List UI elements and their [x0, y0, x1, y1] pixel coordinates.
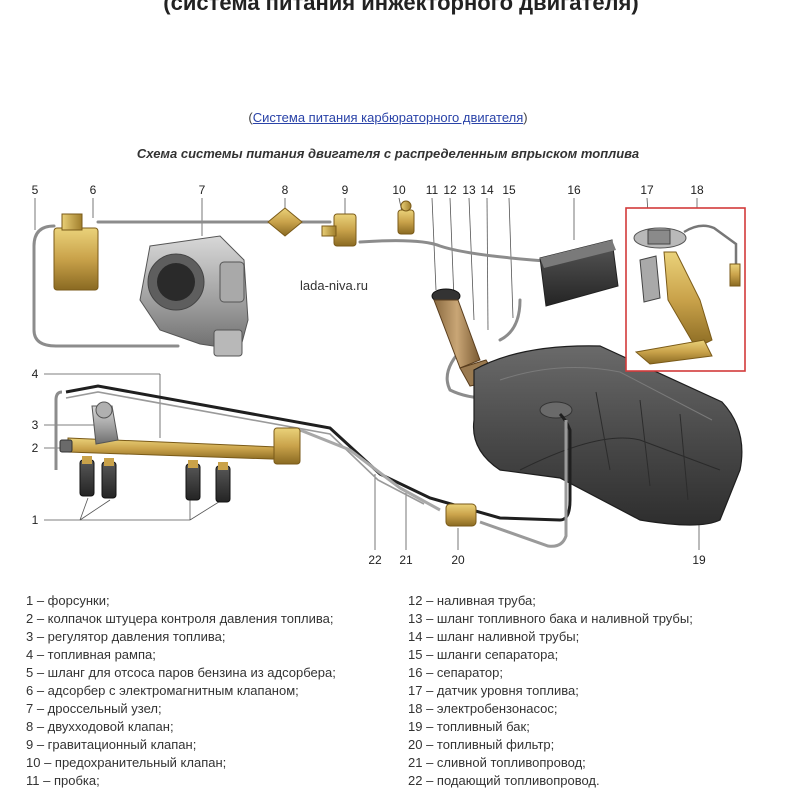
legend-item-1: 1 – форсунки; [26, 593, 110, 608]
legend-item-16: 16 – сепаратор; [408, 665, 503, 680]
callout-14: 14 [480, 183, 494, 197]
legend-right-column: 12 – наливная труба; 13 – шланг топливно… [408, 592, 798, 790]
fuel-filter [445, 503, 477, 527]
callout-21: 21 [399, 553, 413, 567]
callout-10: 10 [392, 183, 406, 197]
callout-22: 22 [368, 553, 382, 567]
throttle-body [139, 235, 249, 357]
legend-item-7: 7 – дроссельный узел; [26, 701, 162, 716]
injector-4 [215, 462, 231, 503]
callout-11: 11 [426, 183, 439, 197]
legend-item-18: 18 – электробензонасос; [408, 701, 558, 716]
callout-20: 20 [451, 553, 465, 567]
callout-12: 12 [443, 183, 457, 197]
injector-3 [185, 460, 201, 501]
crosslink-line: (Система питания карбюраторного двигател… [0, 110, 776, 125]
scheme-title: Схема системы питания двигателя с распре… [136, 146, 640, 161]
legend-item-10: 10 – предохранительный клапан; [26, 755, 227, 770]
legend-item-21: 21 – сливной топливопровод; [408, 755, 586, 770]
fuel-tank [472, 345, 743, 526]
callout-13: 13 [462, 183, 476, 197]
close-paren: ) [523, 110, 528, 125]
callout-18: 18 [690, 183, 704, 197]
injector-1 [79, 456, 95, 497]
callout-19: 19 [692, 553, 706, 567]
legend-item-13: 13 – шланг топливного бака и наливной тр… [408, 611, 693, 626]
legend-item-6: 6 – адсорбер с электромагнитным клапаном… [26, 683, 299, 698]
fuel-rail [67, 427, 301, 465]
callout-16: 16 [567, 183, 581, 197]
callout-5: 5 [32, 183, 39, 197]
legend-item-22: 22 – подающий топливопровод. [408, 773, 600, 788]
pump-module-inset [625, 207, 746, 372]
callout-7: 7 [199, 183, 206, 197]
callout-15: 15 [502, 183, 516, 197]
legend-item-15: 15 – шланги сепаратора; [408, 647, 559, 662]
adsorber [53, 213, 99, 291]
legend-item-14: 14 – шланг наливной трубы; [408, 629, 580, 644]
gravity-valve [321, 213, 357, 247]
carburetor-system-link[interactable]: Система питания карбюраторного двигателя [252, 110, 524, 125]
legend-left-column: 1 – форсунки; 2 – колпачок штуцера контр… [26, 592, 406, 790]
legend-item-12: 12 – наливная труба; [408, 593, 536, 608]
legend-item-4: 4 – топливная рампа; [26, 647, 156, 662]
legend-item-5: 5 – шланг для отсоса паров бензина из ад… [26, 665, 336, 680]
pressure-regulator [59, 401, 119, 453]
legend-item-3: 3 – регулятор давления топлива; [26, 629, 226, 644]
legend-item-11: 11 – пробка; [26, 773, 100, 788]
callout-numbers: 5 6 7 8 9 10 11 12 13 14 15 16 17 18 4 3… [32, 183, 706, 567]
callout-4: 4 [32, 367, 39, 381]
callout-17: 17 [640, 183, 654, 197]
watermark: lada-niva.ru [300, 278, 368, 293]
callout-1: 1 [32, 513, 39, 527]
injectors [79, 456, 231, 503]
injector-2 [101, 458, 117, 499]
legend-item-17: 17 – датчик уровня топлива; [408, 683, 579, 698]
legend-item-19: 19 – топливный бак; [408, 719, 530, 734]
two-way-valve [267, 207, 303, 237]
callout-3: 3 [32, 418, 39, 432]
legend-item-20: 20 – топливный фильтр; [408, 737, 555, 752]
callout-9: 9 [342, 183, 349, 197]
pressure-port-cap [59, 439, 73, 453]
legend-item-2: 2 – колпачок штуцера контроля давления т… [26, 611, 334, 626]
open-paren: ( [248, 110, 253, 125]
callout-2: 2 [32, 441, 39, 455]
callout-6: 6 [90, 183, 97, 197]
fuel-system-diagram: 5 6 7 8 9 10 11 12 13 14 15 16 17 18 4 3… [32, 183, 746, 567]
safety-valve [397, 200, 415, 235]
page-title: (система питания инжекторного двигателя) [163, 0, 639, 15]
legend-item-8: 8 – двухходовой клапан; [26, 719, 174, 734]
separator [539, 239, 619, 307]
legend-item-9: 9 – гравитационный клапан; [26, 737, 197, 752]
callout-8: 8 [282, 183, 289, 197]
